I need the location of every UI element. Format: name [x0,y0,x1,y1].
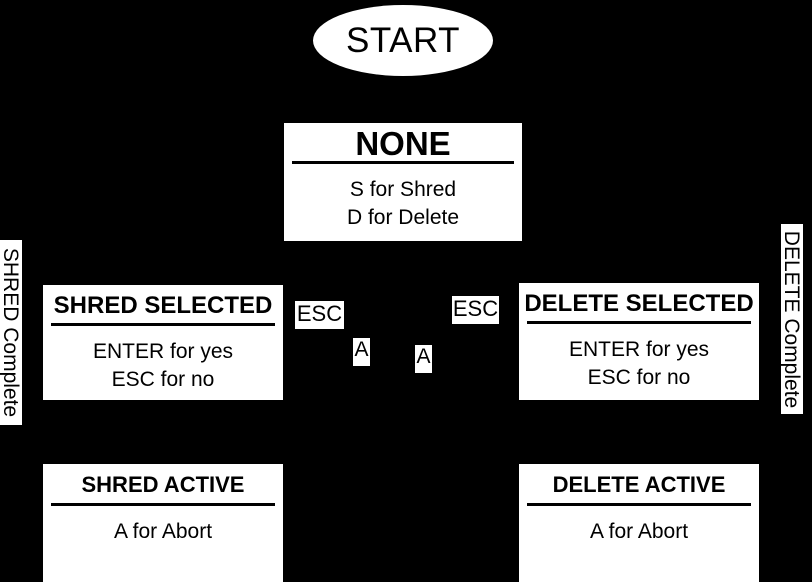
state-node-shred-active[interactable]: SHRED ACTIVE A for Abort [43,464,283,582]
state-divider-shred-active [51,503,275,506]
state-body-line-delete-selected-1: ENTER for yes [568,338,710,361]
state-body-none: S for Shred D for Delete [284,164,522,241]
transition-label-esc-left: ESC [295,301,344,329]
state-body-shred-active: A for Abort [43,506,283,582]
transition-label-esc-right: ESC [452,296,499,324]
state-title-delete-active: DELETE ACTIVE [552,472,726,497]
transition-label-abort-right: A [415,345,432,373]
state-title-area-shred-selected: SHRED SELECTED [43,285,283,326]
state-body-line-shred-selected-1: ENTER for yes [92,340,234,363]
state-body-delete-selected: ENTER for yes ESC for no [519,324,759,400]
state-divider-shred-selected [51,323,275,326]
state-body-delete-active: A for Abort [519,506,759,582]
state-body-line-shred-selected-2: ESC for no [111,367,215,391]
side-label-shred-complete: SHRED Complete [0,240,23,425]
state-node-delete-selected[interactable]: DELETE SELECTED ENTER for yes ESC for no [519,283,759,400]
state-title-shred-active: SHRED ACTIVE [81,472,245,497]
side-label-delete-complete-text: DELETE Complete [780,230,804,408]
start-node-label: START [346,21,460,60]
state-title-area-delete-selected: DELETE SELECTED [519,283,759,324]
state-title-delete-selected: DELETE SELECTED [524,289,754,317]
state-body-line-delete-active-1: A for Abort [589,520,689,543]
start-node[interactable]: START [313,5,493,76]
state-title-area-none: NONE [284,123,522,164]
state-body-line-delete-selected-2: ESC for no [587,365,691,389]
state-body-shred-selected: ENTER for yes ESC for no [43,326,283,400]
state-divider-none [292,161,514,164]
state-title-area-shred-active: SHRED ACTIVE [43,464,283,506]
state-node-none[interactable]: NONE S for Shred D for Delete [284,123,522,241]
state-title-shred-selected: SHRED SELECTED [53,291,273,319]
state-title-area-delete-active: DELETE ACTIVE [519,464,759,506]
state-title-none: NONE [355,125,451,162]
state-node-delete-active[interactable]: DELETE ACTIVE A for Abort [519,464,759,582]
state-divider-delete-active [527,503,751,506]
transition-label-abort-left: A [353,338,370,366]
state-body-line-none-2: D for Delete [346,205,460,229]
state-body-line-none-1: S for Shred [349,178,457,201]
state-divider-delete-selected [527,321,751,324]
state-node-shred-selected[interactable]: SHRED SELECTED ENTER for yes ESC for no [43,285,283,400]
side-label-shred-complete-text: SHRED Complete [0,247,23,418]
side-label-delete-complete: DELETE Complete [780,224,804,414]
state-body-line-shred-active-1: A for Abort [113,520,213,543]
